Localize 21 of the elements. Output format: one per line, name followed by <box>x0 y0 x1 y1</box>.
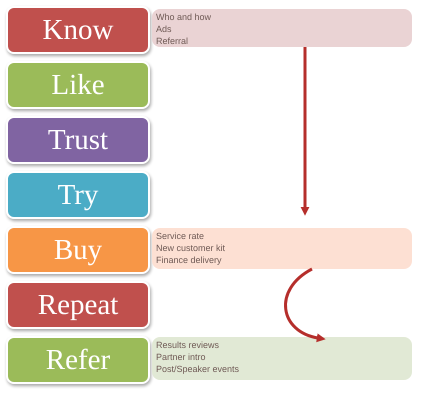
detail-panel <box>152 337 412 380</box>
detail-panel <box>152 9 412 47</box>
detail-text: New customer kit <box>156 242 226 254</box>
detail-panel <box>152 228 412 269</box>
detail-text: Ads <box>156 23 172 35</box>
detail-text: Finance delivery <box>156 254 222 266</box>
detail-text: Results reviews <box>156 339 220 351</box>
detail-text: Service rate <box>156 230 204 242</box>
arrow <box>300 47 310 216</box>
arrow <box>284 268 326 342</box>
step-box: Repeat <box>6 281 150 329</box>
step-box: Buy <box>6 226 150 274</box>
step-box: Like <box>6 61 150 109</box>
step-box: Trust <box>6 116 150 164</box>
detail-text: Post/Speaker events <box>156 363 240 375</box>
step-box: Know <box>6 6 150 54</box>
detail-text: Who and how <box>156 11 212 23</box>
step-box: Refer <box>6 336 150 384</box>
step-box: Try <box>6 171 150 219</box>
detail-text: Referral <box>156 35 188 47</box>
detail-text: Partner intro <box>156 351 206 363</box>
